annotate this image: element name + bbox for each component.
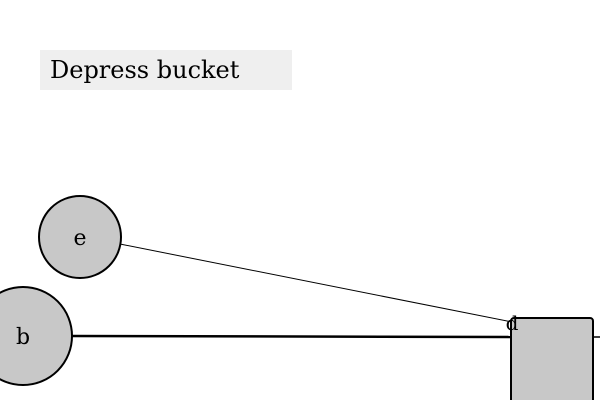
node-b[interactable]: b (0, 286, 73, 386)
bucket-node[interactable]: d (506, 311, 594, 400)
edge-b-to-bucket (71, 334, 513, 339)
edge-e-to-bucket (119, 243, 513, 323)
task-instruction: Depress bucket (40, 50, 292, 90)
node-b-label: b (16, 325, 30, 350)
node-e-label: e (73, 226, 86, 251)
bucket-label: d (506, 311, 519, 335)
node-e[interactable]: e (38, 195, 122, 279)
